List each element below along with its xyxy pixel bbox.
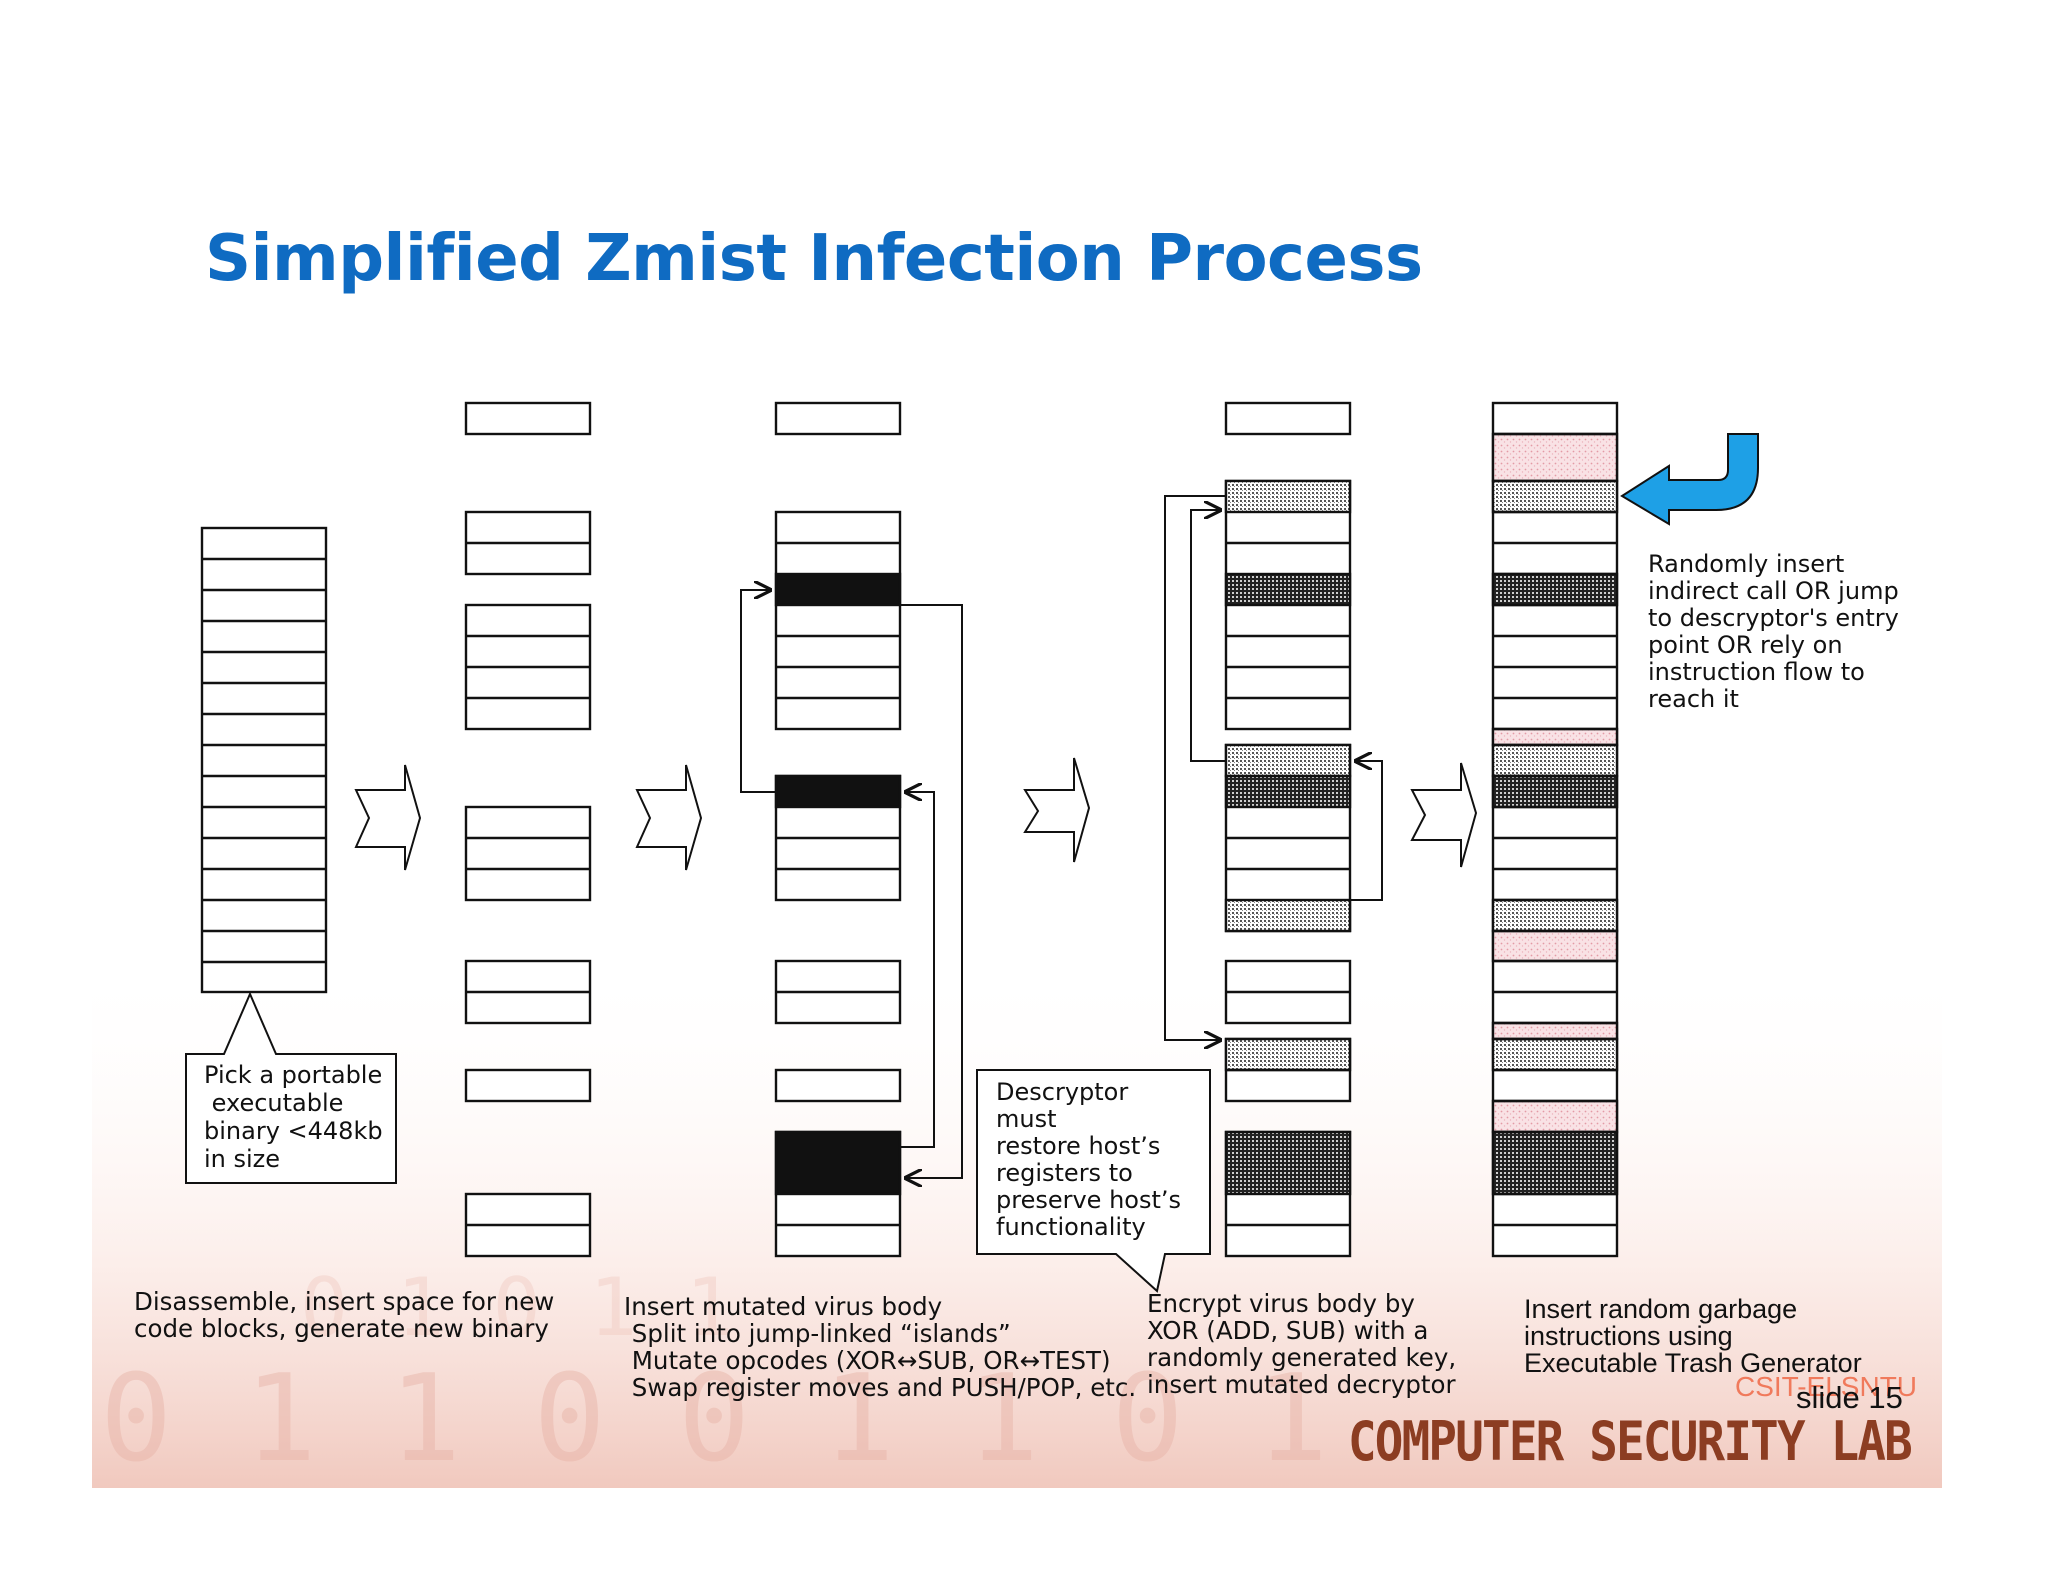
binary-stack [200, 526, 328, 994]
note-line: Randomly insert [1648, 550, 1844, 578]
decryptor-block [1224, 743, 1352, 778]
caption-disassemble: Disassemble, insert space for new code b… [134, 1287, 554, 1343]
column-final [1491, 401, 1619, 1258]
caption-line: instructions using [1524, 1321, 1733, 1351]
caption-line: Encrypt virus body by [1147, 1289, 1415, 1318]
caption-line: code blocks, generate new binary [134, 1314, 549, 1343]
column-virus-inserted [774, 401, 902, 1258]
note-line: to descryptor's entry [1648, 604, 1899, 632]
caption-line: Executable Trash Generator [1524, 1348, 1862, 1378]
decryptor-block [1224, 479, 1352, 514]
step-arrow-icon [635, 764, 703, 871]
caption-line: insert mutated decryptor [1147, 1370, 1456, 1399]
callout-line: must [996, 1105, 1057, 1133]
garbage-block [1491, 1099, 1619, 1134]
column-disassembled [464, 401, 592, 1258]
encrypted-block [1224, 572, 1352, 607]
virus-island [774, 774, 902, 809]
curved-call-arrow-icon [1620, 433, 1759, 526]
svg-text:0 1 0 1 1: 0 1 0 1 1 [300, 1261, 733, 1354]
caption-garbage: Insert random garbage instructions using… [1524, 1294, 1862, 1378]
garbage-block [1491, 1021, 1619, 1041]
decryptor-block [1224, 1037, 1352, 1072]
svg-text:0 1 1 0 0 1 1 0 1: 0 1 1 0 0 1 1 0 1 [100, 1350, 1328, 1489]
decryptor-block [1224, 898, 1352, 933]
slide-number: slide 15 [1796, 1380, 1903, 1415]
garbage-block [1491, 929, 1619, 963]
virus-island [774, 572, 902, 607]
callout-line: in size [204, 1145, 280, 1173]
caption-line: Insert mutated virus body [624, 1292, 942, 1321]
virus-island [774, 1130, 902, 1196]
slide-title: Simplified Zmist Infection Process [205, 222, 1423, 296]
callout-line: binary <448kb [204, 1117, 383, 1145]
brand-small: CSIT-ELSNTU [1735, 1371, 1917, 1402]
note-line: indirect call OR jump [1648, 577, 1899, 605]
callout-line: Descryptor [996, 1078, 1128, 1106]
random-insert-note: Randomly insert indirect call OR jump to… [1648, 550, 1899, 713]
caption-encrypt: Encrypt virus body by XOR (ADD, SUB) wit… [1147, 1289, 1456, 1399]
garbage-block [1491, 432, 1619, 483]
note-line: instruction flow to [1648, 658, 1865, 686]
column-original-binary [200, 526, 328, 994]
caption-line: Mutate opcodes (XOR↔SUB, OR↔TEST) [624, 1346, 1111, 1375]
caption-insert-virus: Insert mutated virus body Split into jum… [624, 1292, 1136, 1402]
note-line: reach it [1648, 685, 1739, 713]
callout-line: Pick a portable [204, 1061, 382, 1089]
callout-line: registers to [996, 1159, 1133, 1187]
caption-line: Disassemble, insert space for new [134, 1287, 554, 1316]
caption-line: Swap register moves and PUSH/POP, etc. [624, 1373, 1136, 1402]
caption-line: Split into jump-linked “islands” [624, 1319, 1011, 1348]
callout-line: executable [204, 1089, 343, 1117]
island-jump-links [740, 590, 963, 1178]
callout-line: restore host’s [996, 1132, 1160, 1160]
column-encrypted [1224, 401, 1352, 1258]
note-line: point OR rely on [1648, 631, 1843, 659]
caption-line: XOR (ADD, SUB) with a [1147, 1316, 1428, 1345]
step-arrow-icon [1410, 762, 1478, 868]
callout-line: preserve host’s [996, 1186, 1181, 1214]
brand-logo: COMPUTER SECURITY LAB [1348, 1410, 1911, 1473]
step-arrow-icon [1023, 757, 1091, 863]
descriptor-callout: Descryptor must restore host’s registers… [976, 1069, 1211, 1293]
decryptor-links [1164, 495, 1383, 1040]
step-arrow-icon [354, 764, 422, 871]
pick-binary-callout: Pick a portable executable binary <448kb… [185, 991, 397, 1184]
caption-line: randomly generated key, [1147, 1343, 1456, 1372]
garbage-block [1491, 727, 1619, 747]
step-arrows [354, 757, 1478, 871]
encrypted-block [1224, 774, 1352, 809]
encrypted-block [1224, 1130, 1352, 1196]
callout-line: functionality [996, 1213, 1146, 1241]
caption-line: Insert random garbage [1524, 1294, 1797, 1324]
